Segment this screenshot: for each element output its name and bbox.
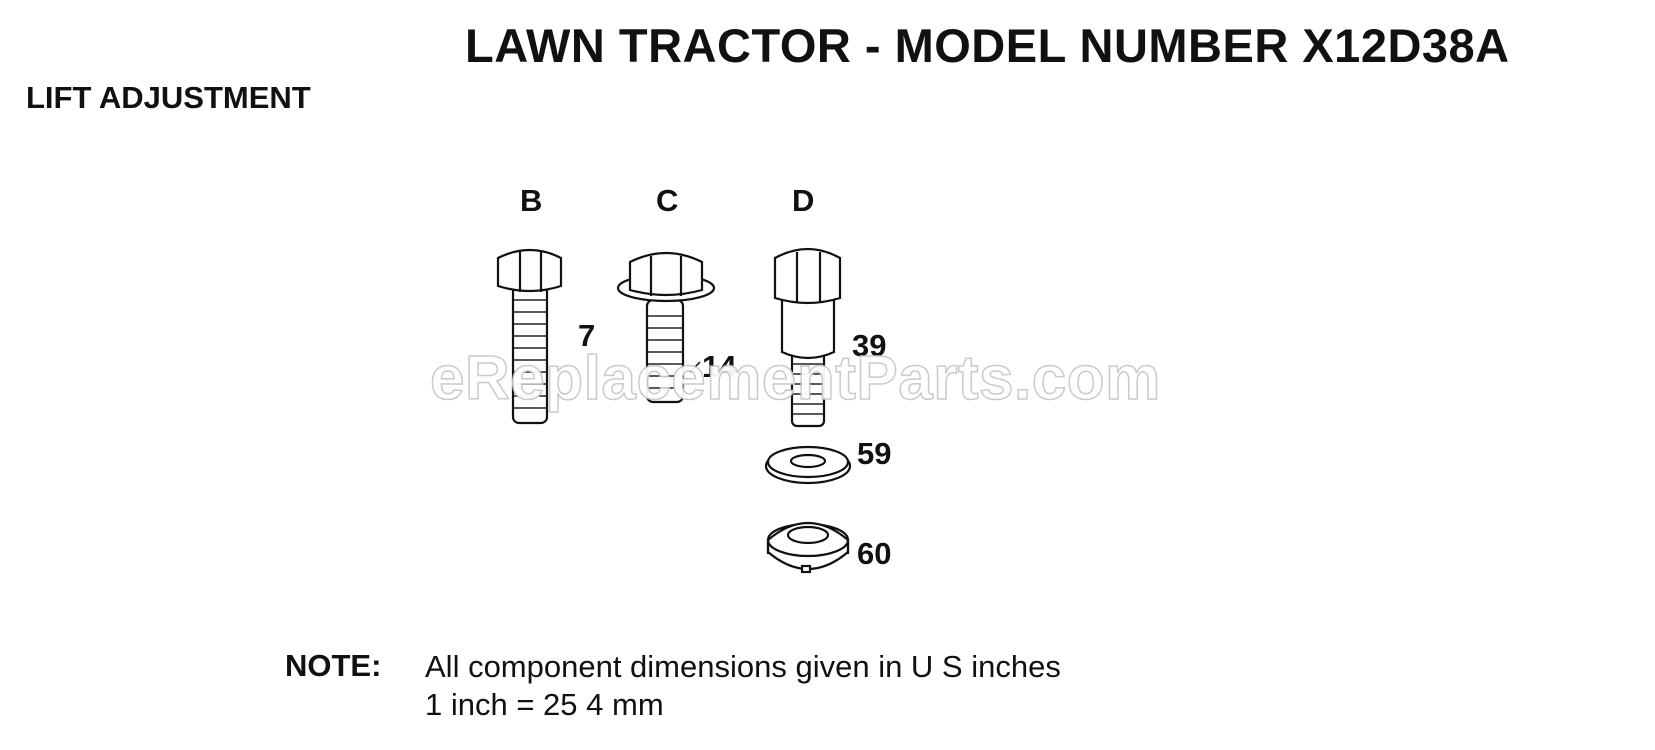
note-line-1: All component dimensions given in U S in… xyxy=(425,649,1061,684)
column-letter-d: D xyxy=(792,183,815,218)
leader-line-14 xyxy=(689,361,701,373)
section-title: LIFT ADJUSTMENT xyxy=(26,80,311,115)
note-line-2: 1 inch = 25 4 mm xyxy=(425,687,664,722)
hex-bolt-part-7 xyxy=(496,248,563,425)
note-label: NOTE: xyxy=(285,648,382,683)
page-title: LAWN TRACTOR - MODEL NUMBER X12D38A xyxy=(465,19,1510,72)
callout-39: 39 xyxy=(852,328,887,363)
lock-nut-part-60 xyxy=(766,521,850,574)
shoulder-bolt-part-39 xyxy=(773,248,842,428)
watermark: eReplacementParts.com xyxy=(429,343,1161,414)
flange-bolt-part-14 xyxy=(616,252,716,404)
callout-7: 7 xyxy=(578,318,596,353)
flat-washer-part-59 xyxy=(764,445,852,485)
callout-14: 14 xyxy=(702,349,737,384)
column-letter-c: C xyxy=(656,183,679,218)
column-letter-b: B xyxy=(520,183,543,218)
callout-60: 60 xyxy=(857,536,892,571)
callout-59: 59 xyxy=(857,436,892,471)
